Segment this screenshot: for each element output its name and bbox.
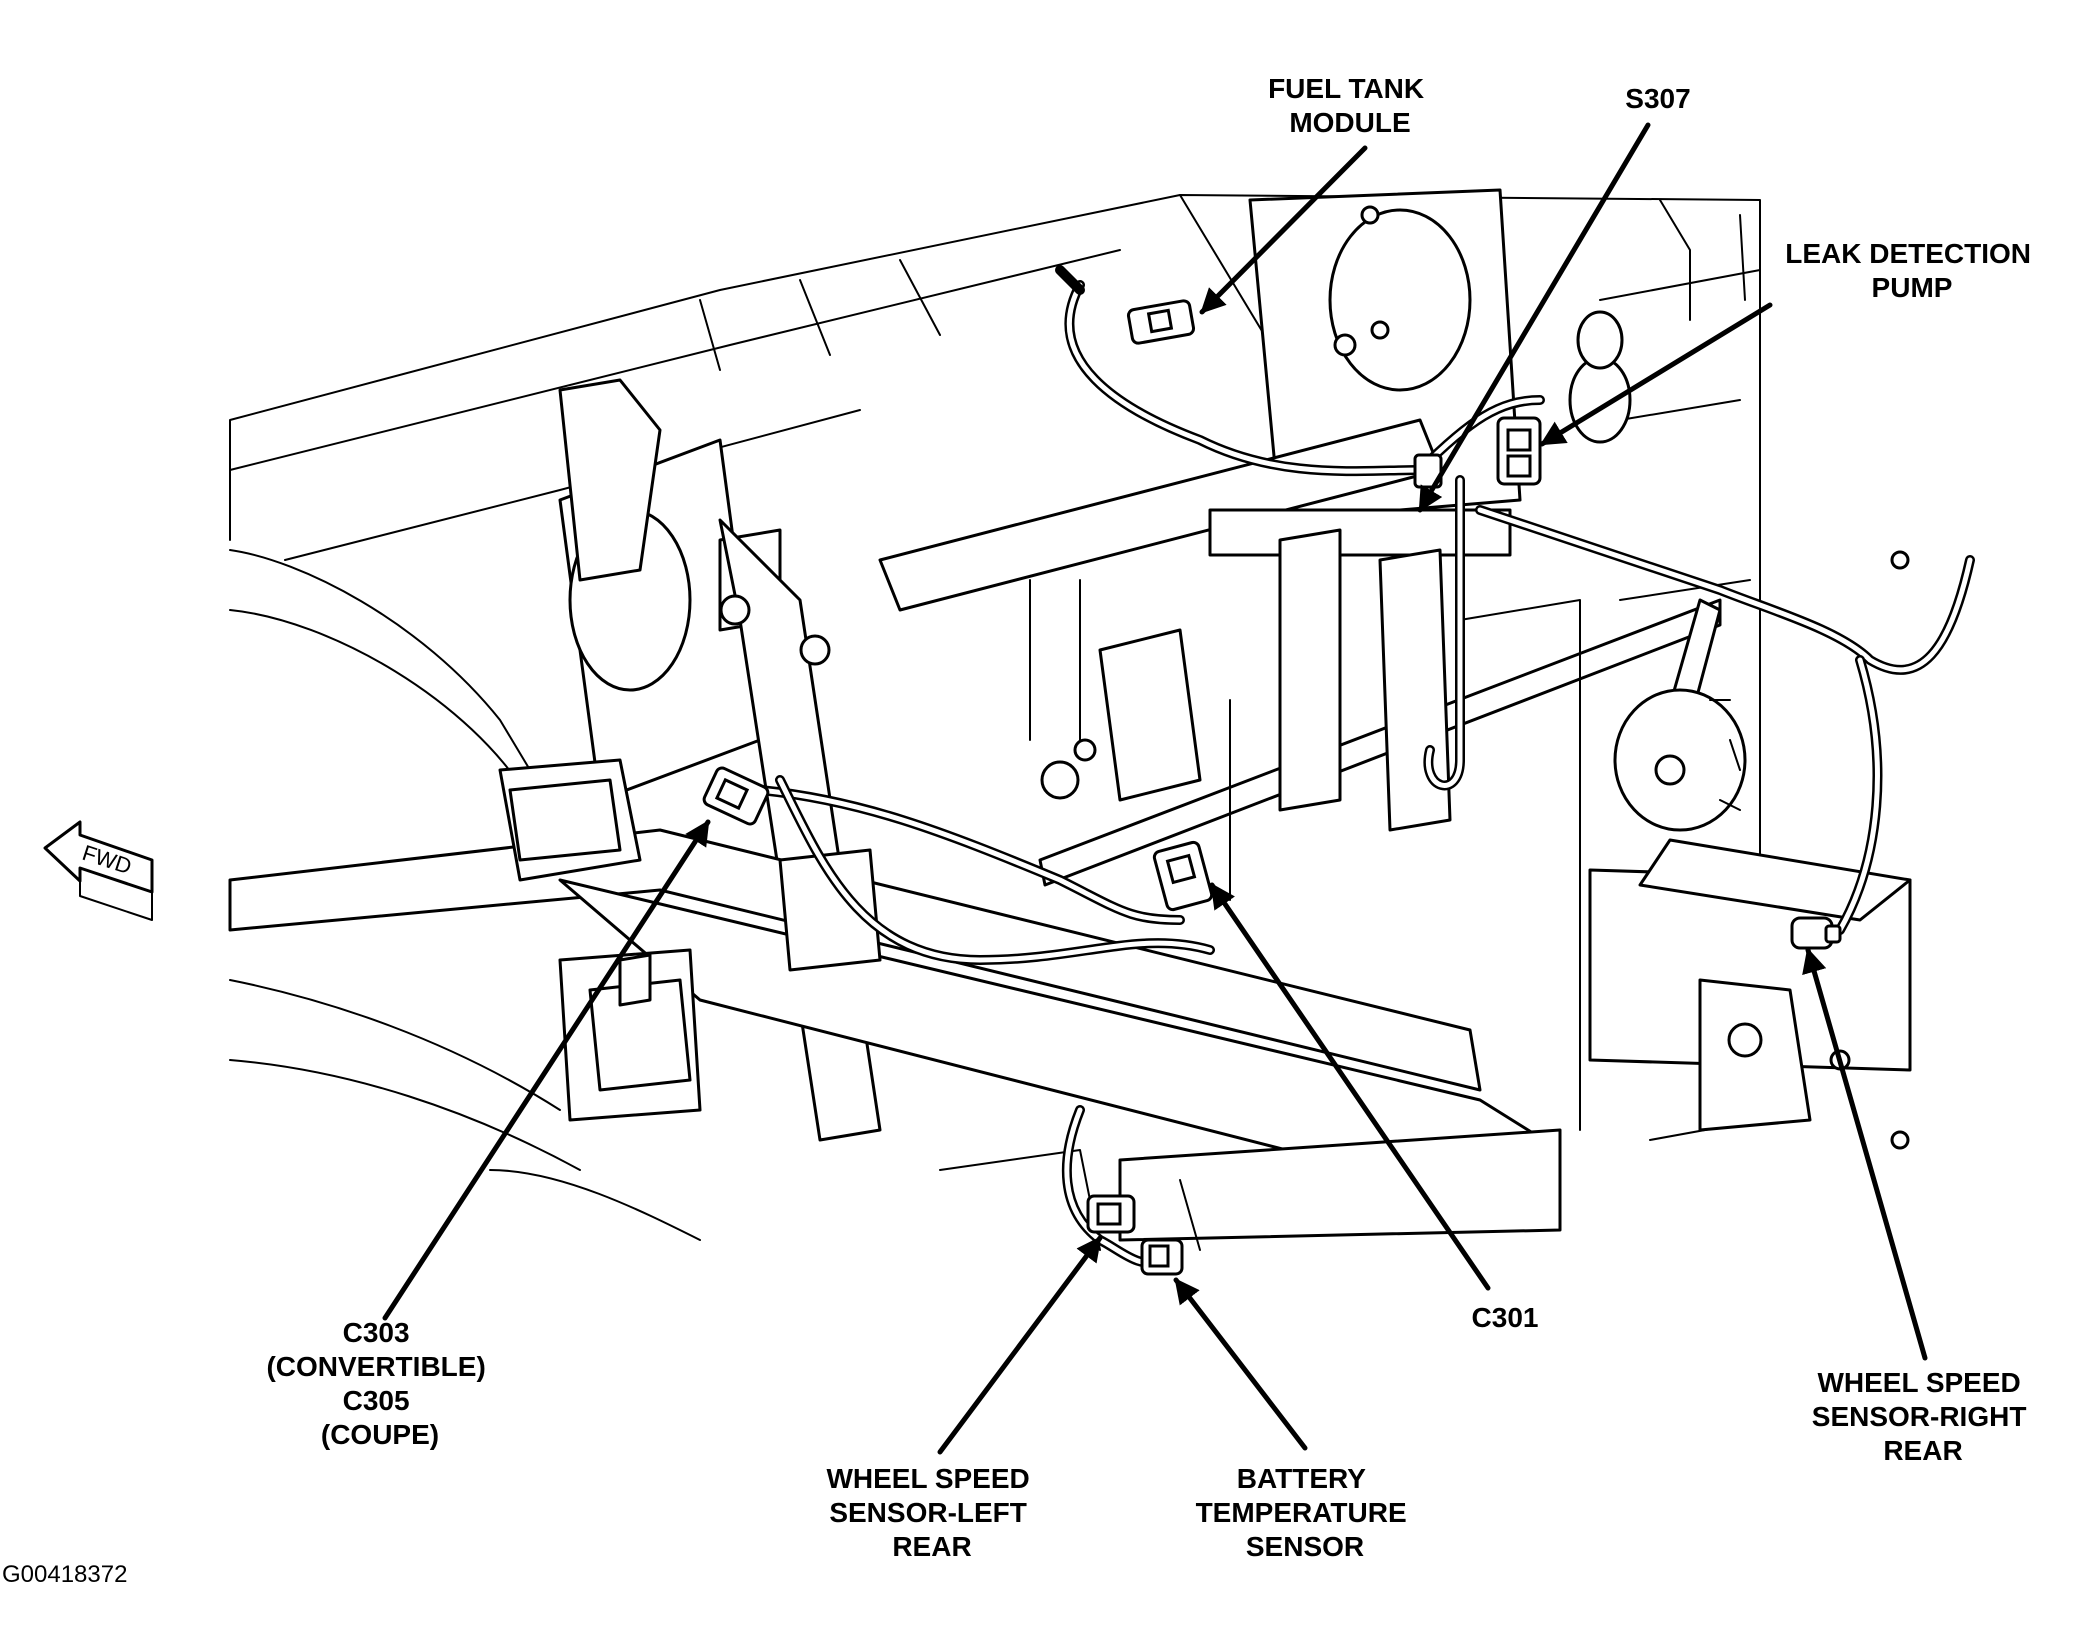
- battery-temperature-sensor-connector: [1140, 1238, 1184, 1276]
- label-c301: C301: [1472, 1302, 1539, 1333]
- label-s307: S307: [1625, 83, 1690, 114]
- label-wheel-speed-sensor-right-rear: WHEEL SPEED SENSOR-RIGHT REAR: [1812, 1367, 2034, 1466]
- label-c303-c305: C303 (CONVERTIBLE) C305 (COUPE): [266, 1317, 493, 1450]
- wheel-speed-sensor-left-rear-connector: [1086, 1194, 1136, 1234]
- arrow-battery-temperature-sensor: [1173, 1277, 1308, 1451]
- label-fuel-tank-module: FUEL TANK MODULE: [1268, 73, 1432, 138]
- arrow-wheel-speed-sensor-right-rear: [1802, 947, 1928, 1361]
- c303-c305-connector: [702, 766, 770, 826]
- leader-arrows: [382, 122, 1928, 1455]
- callout-labels: FUEL TANK MODULE S307 LEAK DETECTION PUM…: [266, 73, 2039, 1562]
- arrow-fuel-tank-module: [1199, 145, 1368, 315]
- fuel-tank-module-connector: [1126, 299, 1196, 345]
- wiring-harness: [755, 265, 1975, 1268]
- arrow-s307: [1417, 122, 1651, 513]
- leak-detection-pump-connector: [1496, 416, 1542, 486]
- connectors: [702, 205, 1910, 1276]
- forward-direction-arrow: FWD: [43, 820, 154, 921]
- arrow-c303-c305: [382, 819, 711, 1321]
- arrow-wheel-speed-sensor-left-rear: [937, 1235, 1103, 1455]
- arrow-c301: [1209, 882, 1491, 1291]
- figure-id: G00418372: [2, 1561, 127, 1588]
- c301-connector: [1152, 840, 1214, 912]
- wheel-speed-sensor-right-rear-connector: [1790, 916, 1842, 950]
- label-wheel-speed-sensor-left-rear: WHEEL SPEED SENSOR-LEFT REAR: [826, 1463, 1037, 1562]
- label-leak-detection-pump: LEAK DETECTION PUMP: [1785, 238, 2039, 303]
- label-battery-temperature-sensor: BATTERY TEMPERATURE SENSOR: [1196, 1463, 1415, 1562]
- arrow-leak-detection-pump: [1539, 302, 1773, 447]
